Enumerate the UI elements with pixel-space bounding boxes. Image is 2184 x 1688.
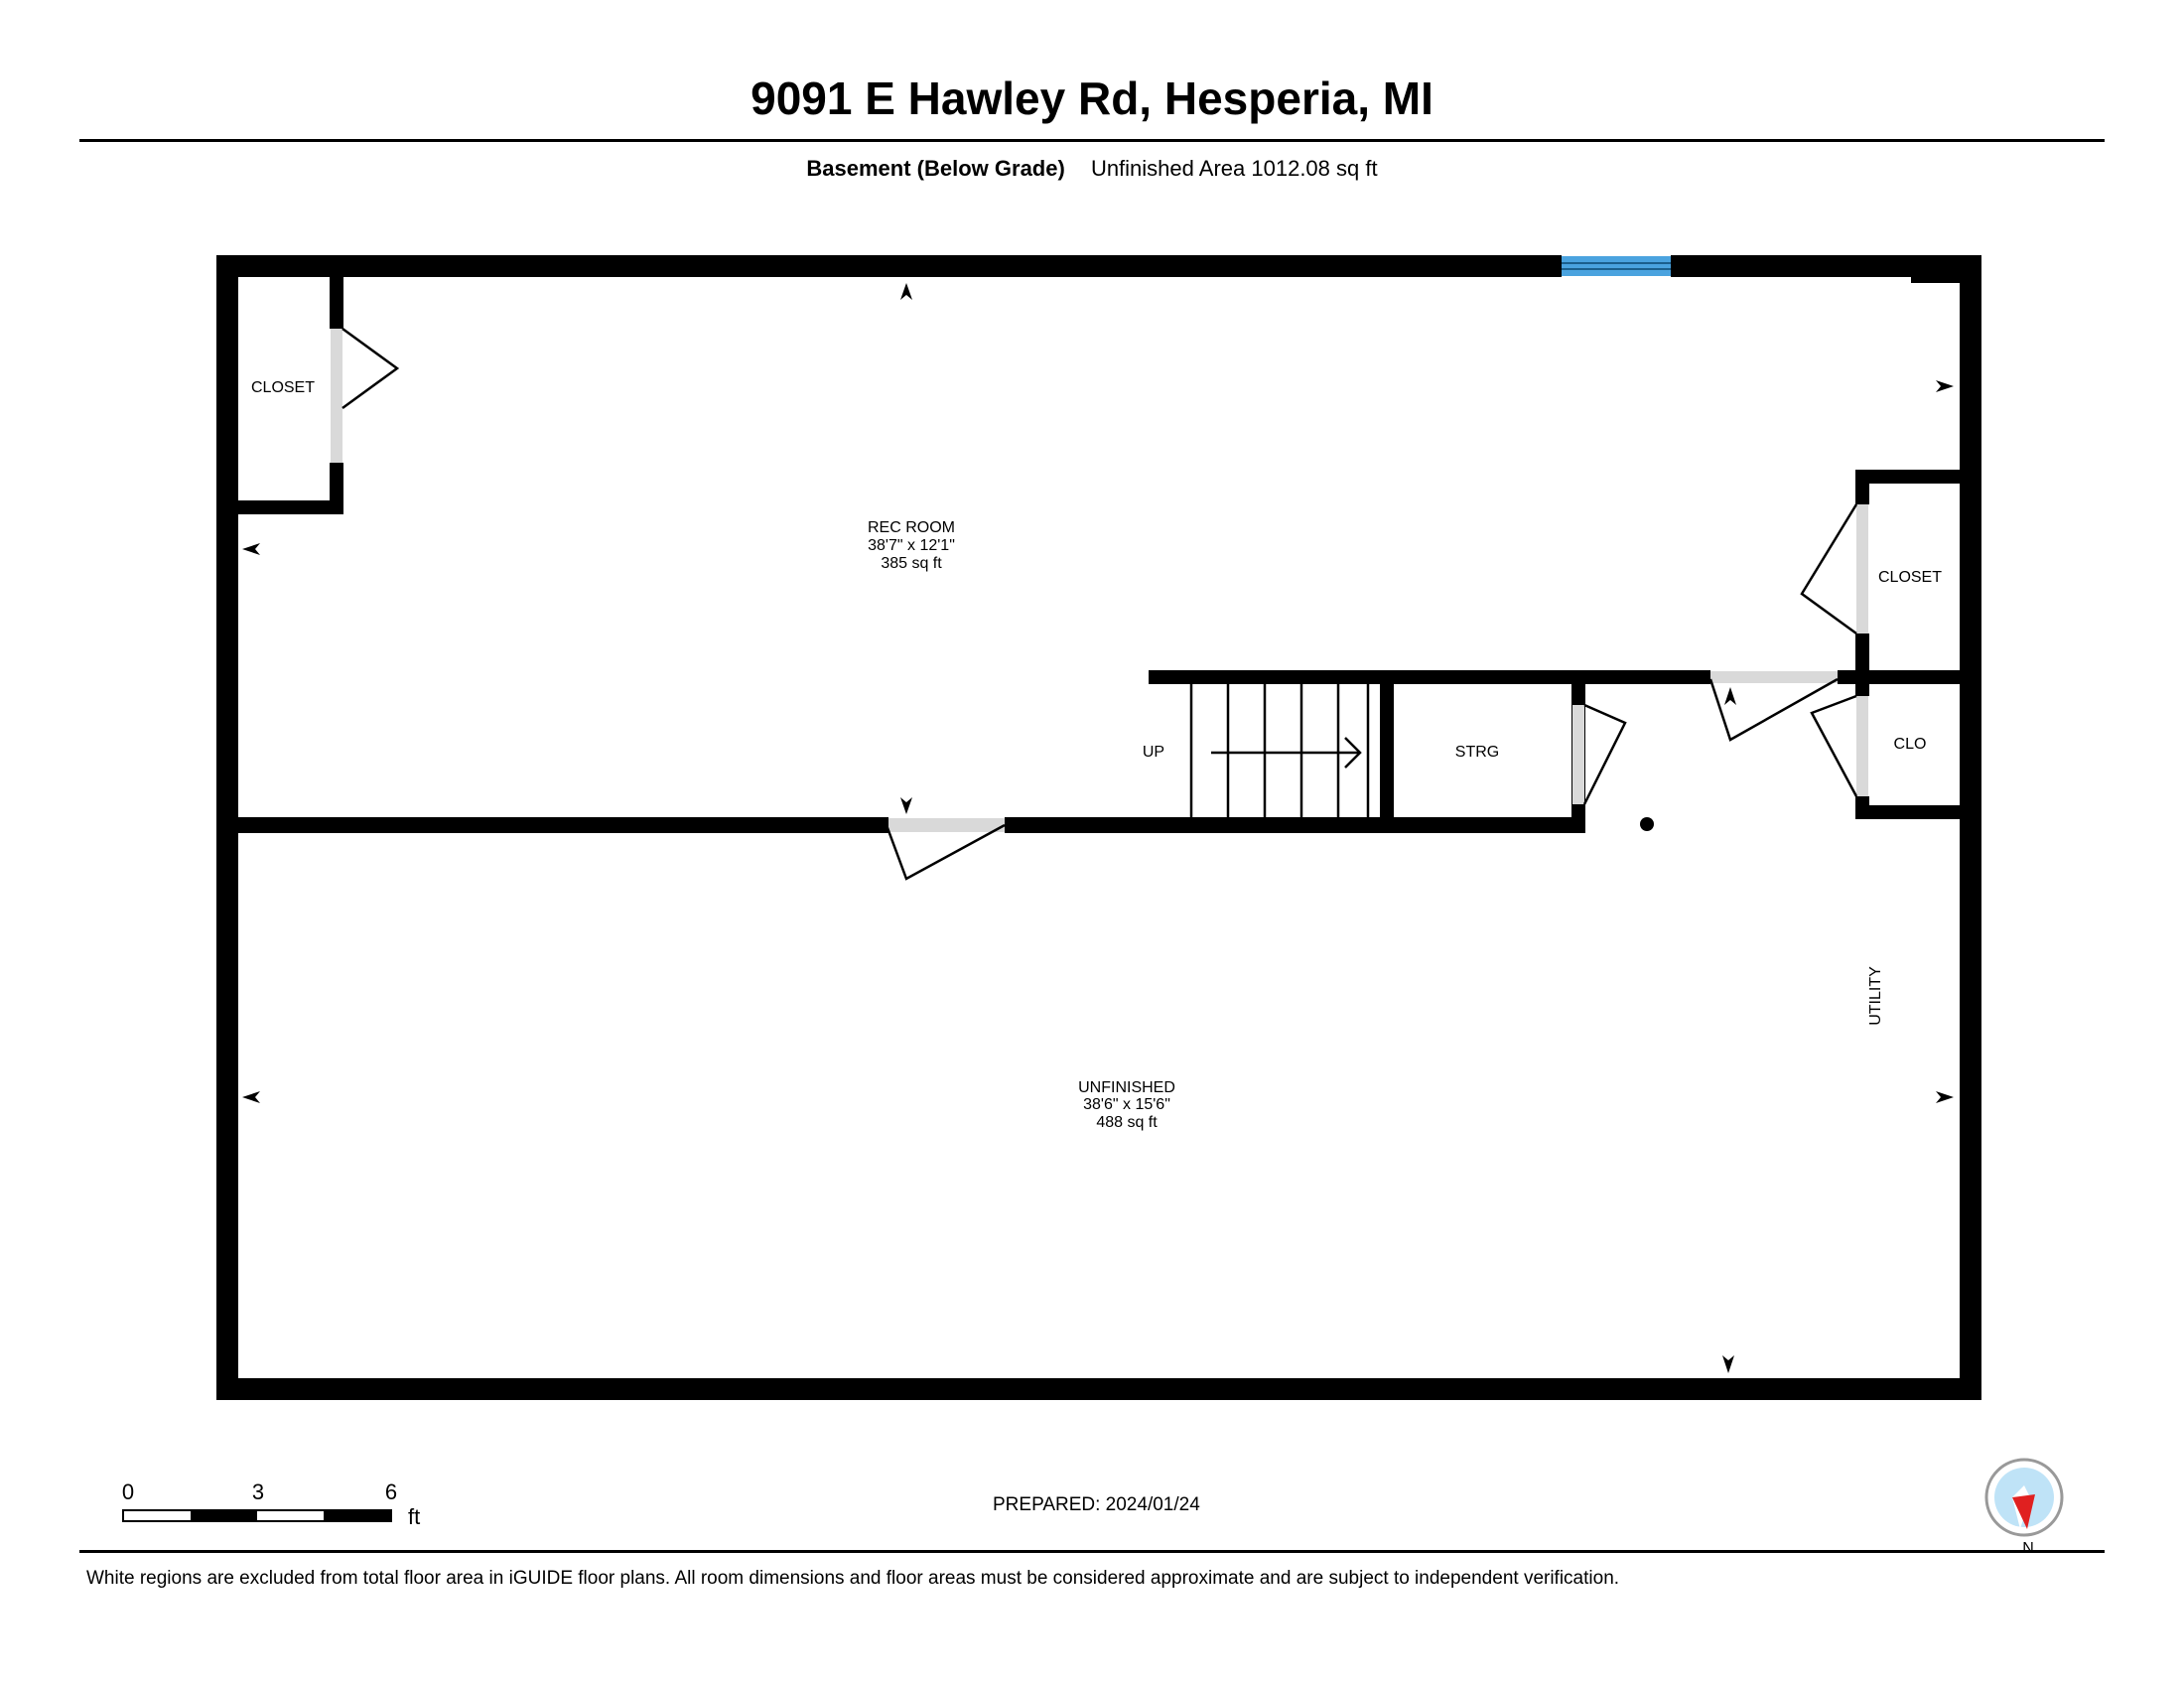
- support-post: [1640, 817, 1654, 831]
- marker-right-unf: [1936, 1091, 1954, 1103]
- window-top: [1562, 256, 1671, 276]
- closet-right-walls: [1855, 470, 1960, 819]
- rec-door-opening: [888, 818, 1005, 832]
- rec-room-dims: 38'7" x 12'1": [868, 537, 955, 554]
- compass-north-label: N: [2022, 1540, 2034, 1557]
- closet-right-label: CLOSET: [1878, 569, 1942, 586]
- hall-door-opening: [1710, 671, 1838, 683]
- rec-room-name: REC ROOM: [868, 519, 955, 536]
- outer-walls: [216, 255, 1981, 1400]
- page-title: 9091 E Hawley Rd, Hesperia, MI: [751, 72, 1433, 124]
- scale-unit: ft: [408, 1504, 420, 1529]
- scale-tick-6: 6: [385, 1479, 397, 1504]
- partition-walls: [238, 670, 1960, 833]
- marker-left-unf: [242, 1091, 260, 1103]
- level-name: Basement (Below Grade): [806, 156, 1065, 181]
- area-summary: Unfinished Area 1012.08 sq ft: [1090, 156, 1378, 181]
- view-markers: [242, 283, 1954, 1373]
- outer-wall-bottom: [216, 1378, 1981, 1400]
- window-line-2: [1562, 268, 1671, 270]
- disclaimer-text: White regions are excluded from total fl…: [86, 1568, 1620, 1589]
- scale-tick-3: 3: [252, 1479, 264, 1504]
- storage-door-opening: [1572, 705, 1584, 804]
- clo-label: CLO: [1894, 736, 1927, 753]
- hall-door-swing: [1708, 677, 1839, 742]
- closet-left-label: CLOSET: [251, 379, 315, 396]
- stairs: [1189, 684, 1370, 817]
- closet-left-door-swing: [341, 327, 400, 410]
- closet-left-door-opening: [331, 329, 342, 463]
- storage-door-swing: [1582, 703, 1627, 805]
- marker-hall: [1724, 687, 1736, 705]
- scale-bar: 0 3 6 ft: [122, 1479, 420, 1529]
- marker-top: [900, 283, 912, 300]
- outer-wall-notch: [1911, 274, 1961, 283]
- marker-rec-door: [900, 797, 912, 814]
- rec-door-swing: [885, 823, 1006, 881]
- footer-divider: [79, 1550, 2105, 1553]
- outer-wall-left: [216, 255, 238, 1400]
- header-divider: [79, 139, 2105, 142]
- marker-left-rec: [242, 543, 260, 555]
- closet-left-walls: [238, 277, 343, 514]
- outer-wall-top-right: [1671, 255, 1981, 277]
- unfinished-area: 488 sq ft: [1096, 1114, 1158, 1131]
- window-line-1: [1562, 262, 1671, 264]
- scale-tick-0: 0: [122, 1479, 134, 1504]
- clo-door-opening: [1856, 696, 1868, 796]
- stairs-label: UP: [1143, 744, 1164, 761]
- closet-right-door-opening: [1856, 504, 1868, 633]
- floor-subtitle: Basement (Below Grade) Unfinished Area 1…: [0, 156, 2184, 182]
- clo-door-swing: [1810, 694, 1858, 797]
- rec-room-area: 385 sq ft: [881, 555, 942, 572]
- outer-wall-top-left: [216, 255, 1562, 277]
- storage-label: STRG: [1455, 744, 1499, 761]
- unfinished-dims: 38'6" x 15'6": [1083, 1096, 1170, 1113]
- unfinished-name: UNFINISHED: [1078, 1079, 1175, 1096]
- marker-bottom: [1722, 1355, 1734, 1373]
- prepared-date: PREPARED: 2024/01/24: [993, 1494, 1200, 1515]
- closet-right-door-swing: [1800, 503, 1858, 635]
- marker-right-top: [1936, 380, 1954, 392]
- utility-label: UTILITY: [1867, 966, 1884, 1026]
- compass-icon: N: [1984, 1458, 2064, 1557]
- outer-wall-right: [1960, 255, 1981, 1400]
